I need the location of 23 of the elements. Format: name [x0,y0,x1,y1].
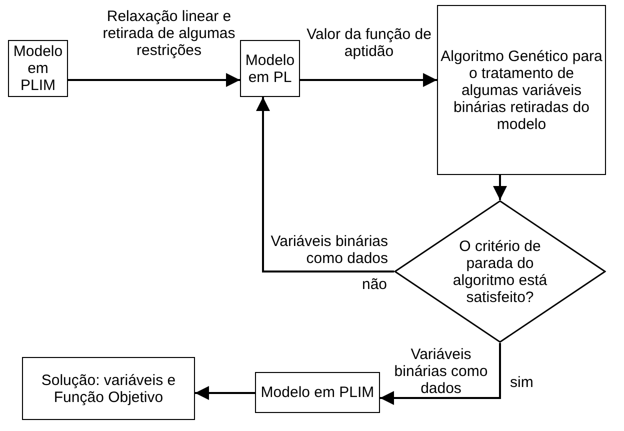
process-box [437,5,606,175]
node-text: Modelo em PLIM [260,384,374,401]
decision-diamond [394,200,606,343]
node-text: Algoritmo Genético para o tratamento de algumas variáveis binárias retiradas do modelo [440,48,603,132]
arrow [300,73,437,87]
node-text: Modelo em PL [244,52,296,86]
process-box [255,372,380,413]
arrow [256,97,394,272]
edge-label: Variáveis binárias como dados [270,233,388,267]
node-text: O critério de parada do algoritmo está satisfeito? [452,238,548,306]
process-box [22,357,195,420]
edge-label: Valor da função de aptidão [306,26,432,60]
arrow [380,343,501,405]
process-box [240,40,300,97]
arrow [493,175,507,200]
node-text: Modelo em PLIM [12,43,64,94]
node-text: Solução: variáveis e Função Objetivo [40,372,177,406]
branch-label: sim [510,374,534,391]
edge-label: Variáveis binárias como dados [393,346,489,397]
arrow [68,73,240,87]
edge-label: Relaxação linear e retirada de algumas restrições [102,8,236,59]
arrow [195,386,255,400]
branch-label: não [362,276,388,293]
